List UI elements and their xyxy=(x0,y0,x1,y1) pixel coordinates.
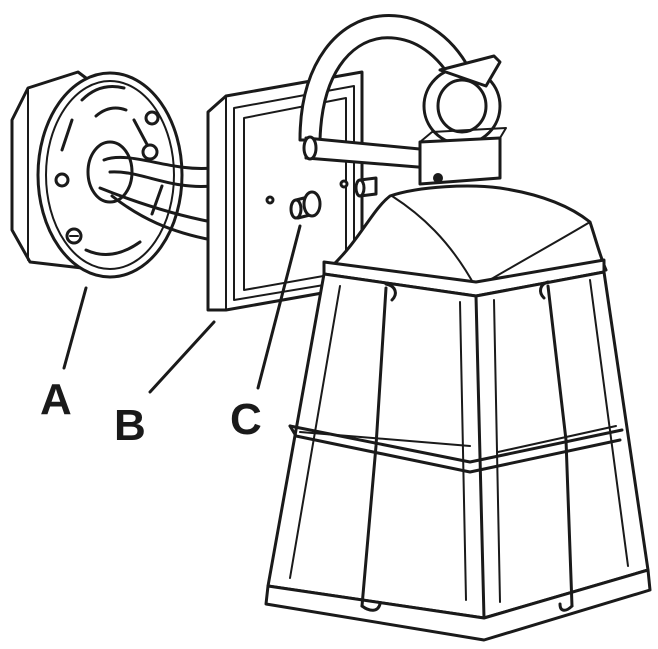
lantern xyxy=(264,184,652,642)
leader-lines xyxy=(62,224,302,394)
wires xyxy=(98,155,214,242)
junction-box-and-mounting-plate xyxy=(10,70,184,279)
callout-label-b: B xyxy=(114,401,146,450)
mounting-hardware xyxy=(289,176,378,220)
plate-screw-top xyxy=(144,110,160,126)
ground-screw xyxy=(54,172,70,188)
callout-label-a: A xyxy=(40,375,72,424)
leader-line-c xyxy=(256,224,302,390)
callout-label-c: C xyxy=(230,395,262,444)
leader-line-b xyxy=(148,320,216,394)
leader-line-a xyxy=(62,286,88,370)
lantern-arm xyxy=(298,14,507,186)
